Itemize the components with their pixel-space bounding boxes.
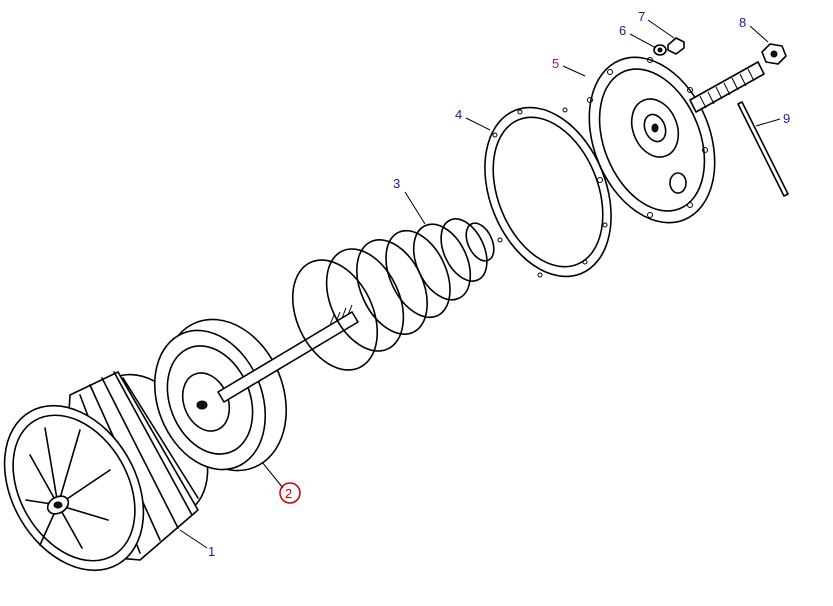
callout-5[interactable]: 5 <box>552 56 559 71</box>
callout-2-highlight-ring <box>279 482 301 504</box>
part-5-end-plate[interactable] <box>566 39 765 242</box>
part-6-washer[interactable] <box>653 44 667 56</box>
callout-7[interactable]: 7 <box>638 9 645 24</box>
part-8-nut[interactable] <box>761 43 787 65</box>
callout-8[interactable]: 8 <box>739 15 746 30</box>
callout-2[interactable]: 2 <box>285 486 292 501</box>
callout-1[interactable]: 1 <box>208 544 215 559</box>
part-7-bolt[interactable] <box>667 37 685 55</box>
part-4-gasket[interactable] <box>461 89 634 296</box>
part-9-pin[interactable] <box>737 101 789 197</box>
part-1-finned-housing[interactable] <box>0 354 231 595</box>
part-2-piston-plate[interactable] <box>135 301 359 489</box>
callout-4[interactable]: 4 <box>455 107 462 122</box>
part-3-coil-spring[interactable] <box>276 212 499 384</box>
callout-labels: 1 2 3 4 5 6 7 8 9 <box>208 9 790 559</box>
callout-9[interactable]: 9 <box>783 111 790 126</box>
callout-3[interactable]: 3 <box>393 176 400 191</box>
leader-lines <box>179 19 781 549</box>
callout-6[interactable]: 6 <box>619 23 626 38</box>
